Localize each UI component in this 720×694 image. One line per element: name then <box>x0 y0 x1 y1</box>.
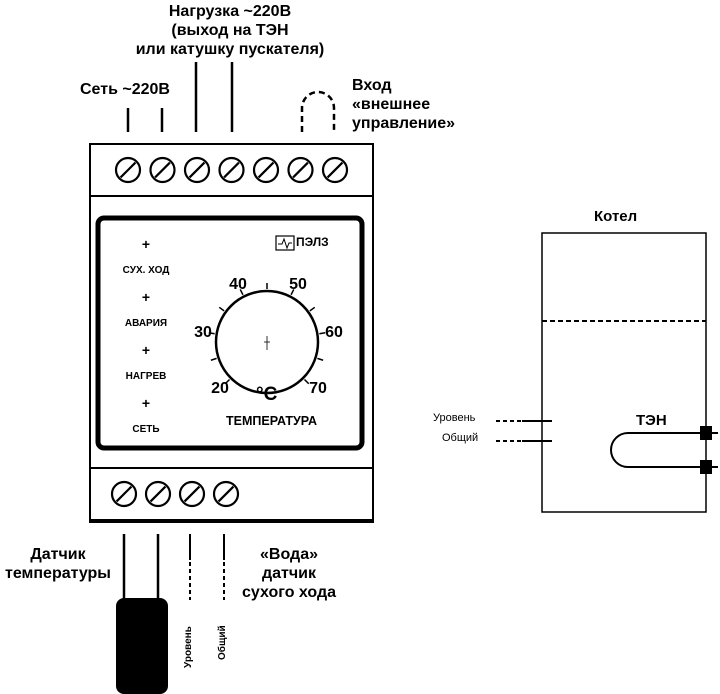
heater-clamp-bottom <box>700 460 712 474</box>
dial-tick <box>239 289 244 296</box>
pulse-icon <box>278 237 292 250</box>
screw-terminal <box>114 156 142 184</box>
load-label-line2: (выход на ТЭН <box>171 22 289 39</box>
dial-scale-value: 20 <box>211 380 229 397</box>
water-sensor-wires <box>189 534 225 600</box>
indicator-label: АВАРИЯ <box>124 318 168 329</box>
dial-tick <box>303 378 310 385</box>
dial-scale-value: 70 <box>309 380 327 397</box>
external-control-line1: Вход <box>352 77 392 94</box>
load-label-line1: Нагрузка ~220В <box>168 3 292 20</box>
boiler-tank <box>541 232 707 513</box>
water-sensor-line2: датчик <box>261 565 317 582</box>
heater-clamp-top <box>700 426 712 440</box>
level-wire-label: Уровень <box>183 626 194 668</box>
dial-scale-value: 50 <box>289 276 307 293</box>
temperature-sensor-line1: Датчик <box>30 546 86 563</box>
screw-terminal <box>321 156 349 184</box>
screw-terminal <box>212 480 240 508</box>
dial-scale-value: 30 <box>194 324 212 341</box>
external-control-loop <box>300 90 336 132</box>
dial-tick-marks <box>208 283 326 385</box>
dial-tick <box>290 289 295 296</box>
temperature-sensor-probe <box>116 598 168 694</box>
load-wires <box>194 62 234 132</box>
water-sensor-label: «Вода» датчик сухого хода <box>234 545 344 602</box>
common-electrode-label: Общий <box>442 432 479 444</box>
bottom-terminal-block <box>89 467 374 521</box>
dial-title: ТЕМПЕРАТУРА <box>226 414 318 428</box>
external-control-label: Вход «внешнее управление» <box>352 76 455 133</box>
screw-terminal <box>287 156 314 184</box>
dial-tick <box>218 306 225 312</box>
brand-logo-box <box>275 235 295 251</box>
level-electrode-label: Уровень <box>433 412 476 424</box>
heater-element <box>610 432 718 468</box>
brand-name: ПЭЛЗ <box>296 235 329 249</box>
screw-terminal <box>110 480 138 508</box>
dial-center-cross <box>264 336 270 350</box>
temp-sensor-wires <box>122 534 160 600</box>
external-control-line2: «внешнее <box>352 96 431 113</box>
bottom-screw-terminals <box>110 480 240 508</box>
indicator-led: + <box>141 342 151 358</box>
common-wire-label: Общий <box>217 625 228 660</box>
load-label-line3: или катушку пускателя) <box>135 41 325 58</box>
screw-terminal <box>178 480 206 508</box>
dial-tick <box>208 332 215 335</box>
network-wires <box>126 108 164 132</box>
network-label: Сеть ~220В <box>80 81 170 98</box>
boiler-label: Котел <box>594 208 638 225</box>
temperature-sensor-line2: температуры <box>5 565 111 582</box>
screw-terminal <box>183 156 211 184</box>
indicator-led: + <box>141 236 151 252</box>
screw-terminal <box>149 156 176 184</box>
dial-tick <box>309 306 316 312</box>
indicator-label: СЕТЬ <box>132 424 160 435</box>
screw-terminal <box>144 480 172 508</box>
heater-label: ТЭН <box>636 412 667 429</box>
screw-terminal <box>218 156 245 184</box>
dial-scale-value: 40 <box>229 276 247 293</box>
dial-tick <box>224 378 231 385</box>
dial-tick <box>210 357 217 361</box>
load-label: Нагрузка ~220В (выход на ТЭН или катушку… <box>120 2 340 59</box>
indicator-label: СУХ. ХОД <box>122 265 170 276</box>
temperature-sensor-label: Датчик температуры <box>0 545 116 583</box>
top-screw-terminals <box>114 156 349 184</box>
water-sensor-line3: сухого хода <box>241 584 337 601</box>
water-sensor-line1: «Вода» <box>260 546 318 563</box>
dial-tick <box>319 332 326 335</box>
dial-tick <box>317 357 324 361</box>
dial-unit: °C <box>256 384 278 405</box>
indicator-led: + <box>141 395 151 411</box>
dial-scale-value: 60 <box>325 324 343 341</box>
indicator-led: + <box>141 289 151 305</box>
external-control-line3: управление» <box>352 115 456 132</box>
screw-terminal <box>252 156 280 184</box>
indicator-label: НАГРЕВ <box>125 371 167 382</box>
